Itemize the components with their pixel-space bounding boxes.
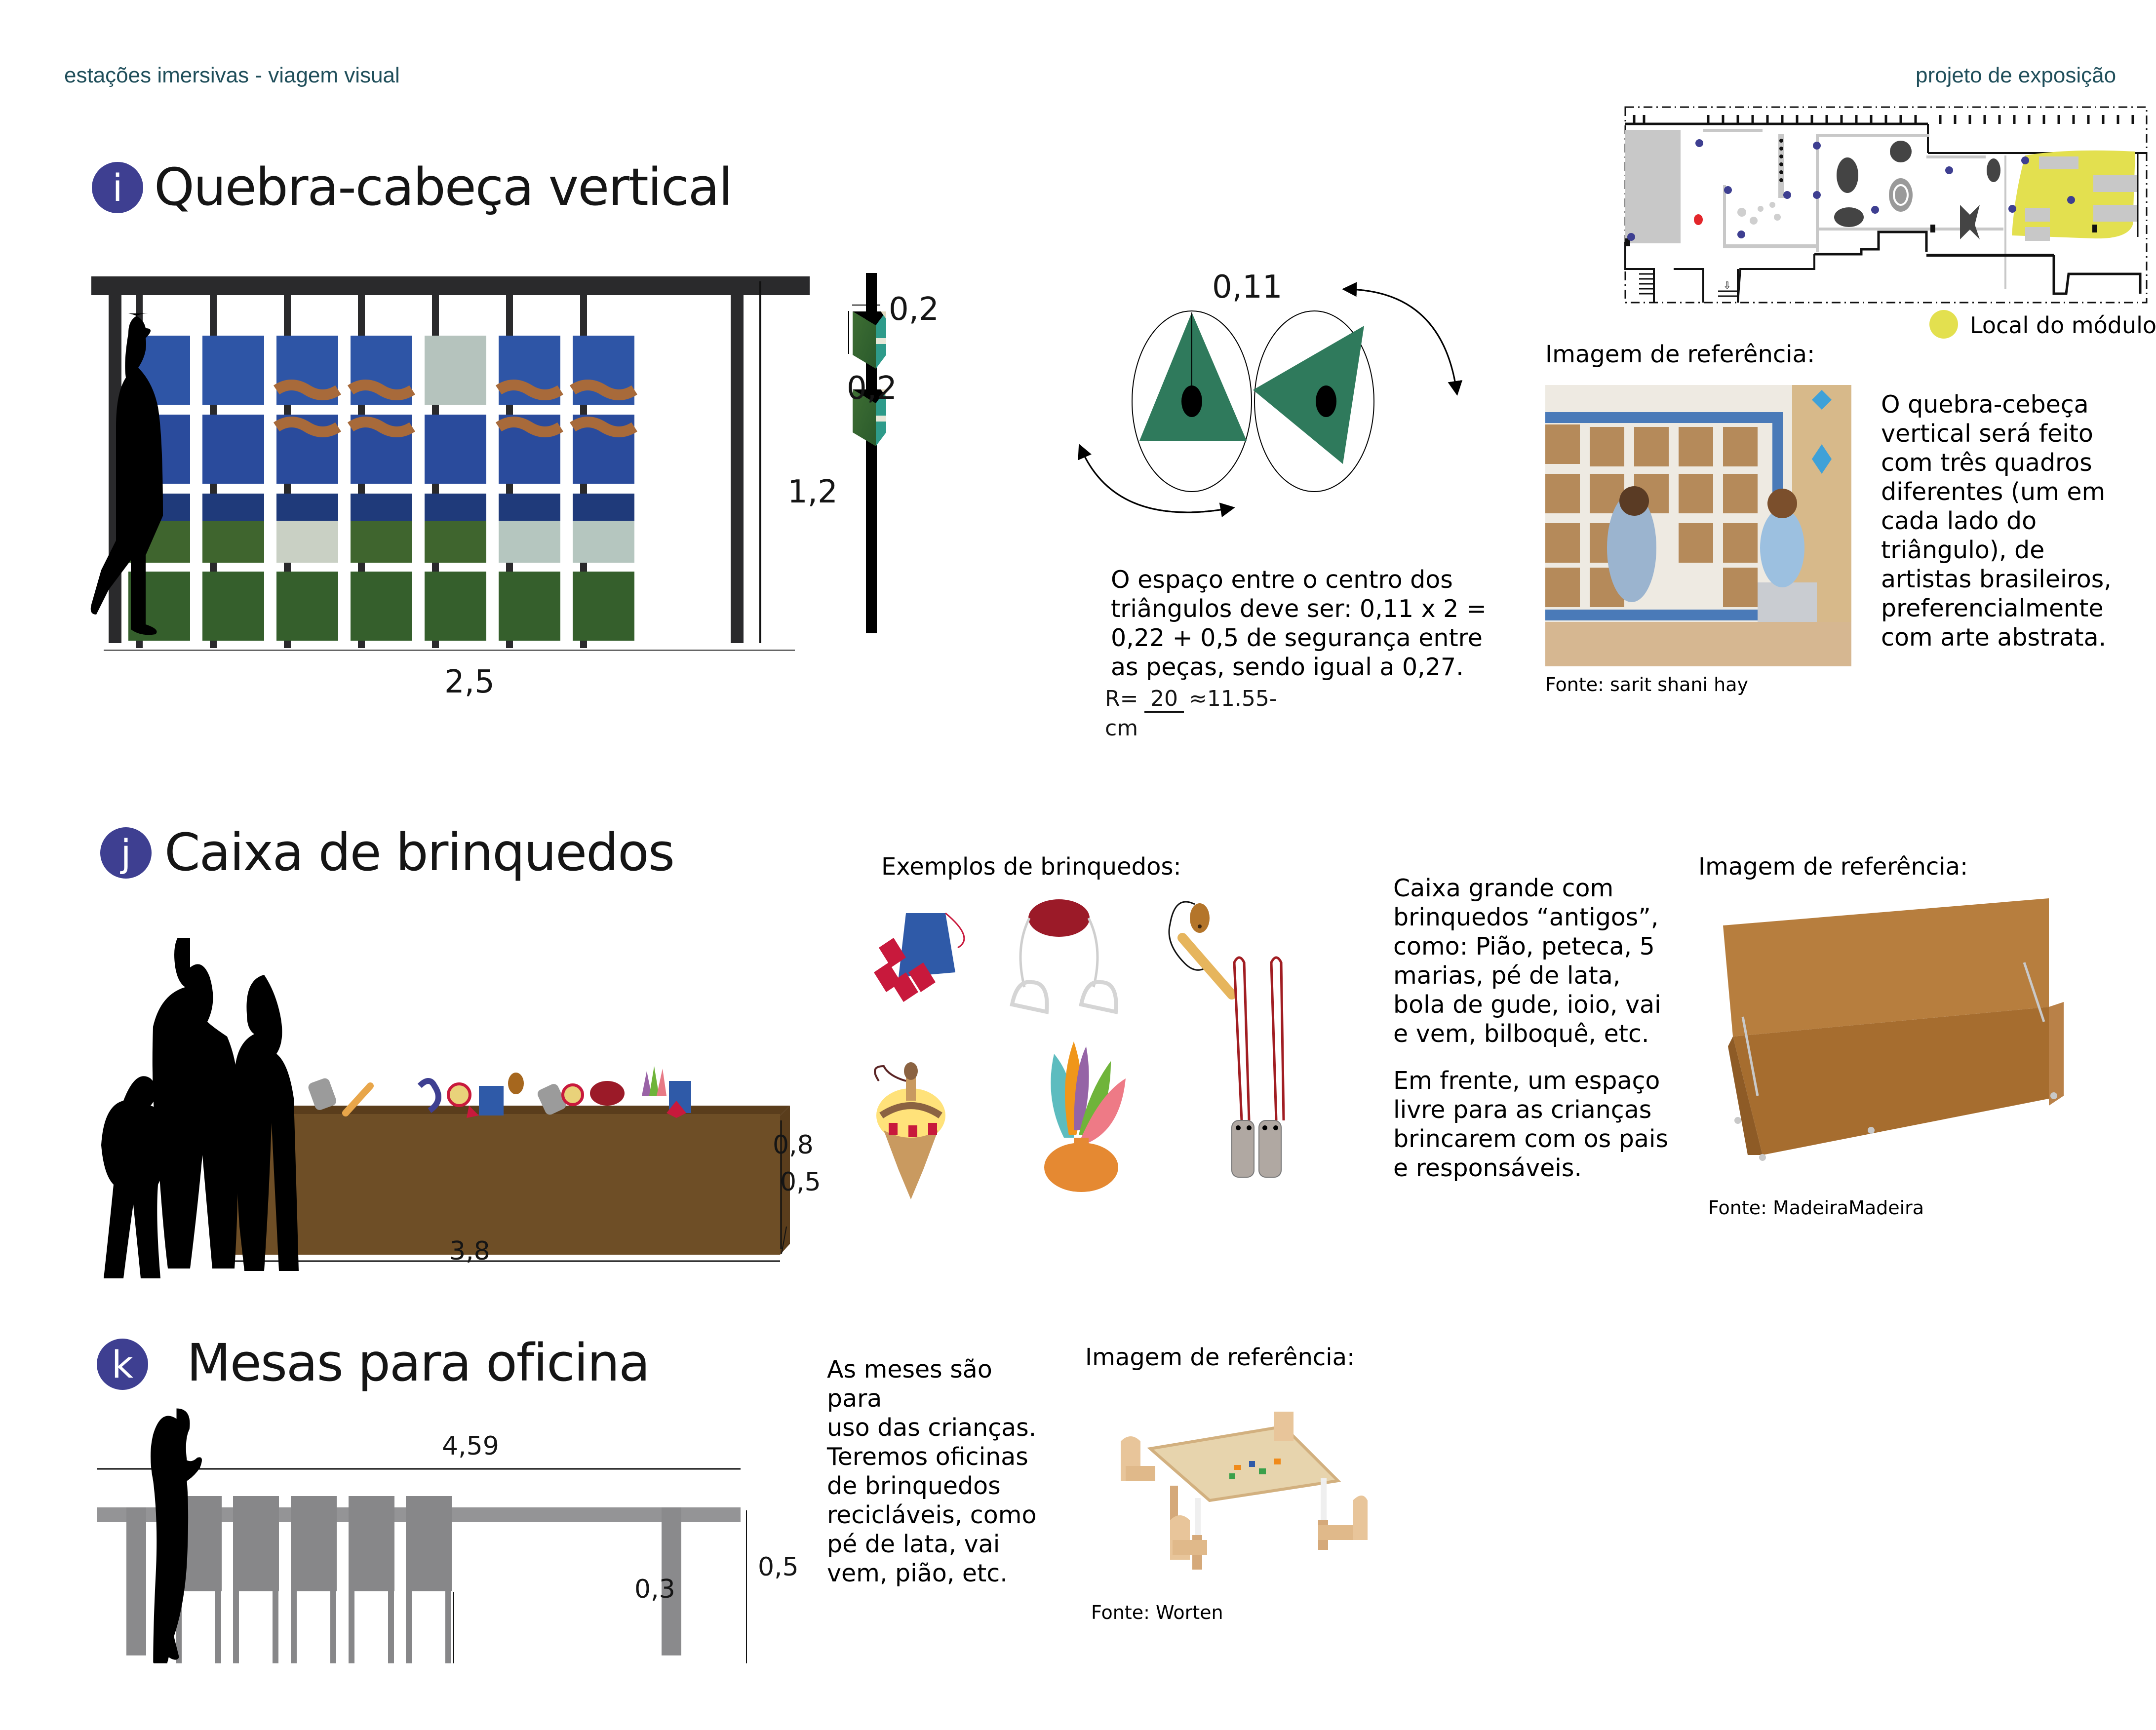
reference-photo-i xyxy=(1545,385,1851,666)
person-silhouette xyxy=(90,313,163,635)
puzzle-tile-sky-band xyxy=(351,494,412,521)
toy-bilboque xyxy=(1168,901,1237,1000)
formula-unit: cm xyxy=(1105,716,1138,741)
workshop-description: As meses são para uso das crianças. Tere… xyxy=(827,1355,1037,1587)
toy-peteca-stirrups xyxy=(1010,899,1118,1014)
puzzle-tile-sky-band xyxy=(499,494,560,521)
dim-depth-j: 0,5 xyxy=(780,1167,821,1197)
puzzle-tile xyxy=(202,572,264,641)
formula-prefix: R= xyxy=(1105,686,1138,711)
chairs xyxy=(1121,1412,1368,1560)
dim-prism-gap: 0,2 xyxy=(889,291,939,328)
toy-piao xyxy=(874,1062,945,1199)
header-left-title: estações imersivas - viagem visual xyxy=(64,63,400,87)
formula-numerator: 20 xyxy=(1144,686,1184,713)
puzzle-tile-wave xyxy=(569,380,637,400)
section-badge-k: k xyxy=(97,1339,148,1390)
radius-formula: R= 20 ≈11.55- cm xyxy=(1105,686,1352,750)
dim-table-height-k: 0,5 xyxy=(758,1552,799,1582)
reference-source-k: Fonte: Worten xyxy=(1091,1602,1223,1623)
section-badge-i: i xyxy=(92,162,143,213)
formula-result: ≈11.55- xyxy=(1189,686,1277,711)
legend-swatch xyxy=(1929,310,1958,339)
floor-plan: ⇩ xyxy=(1624,106,2148,304)
toy-cinco-marias xyxy=(874,912,965,1002)
puzzle-tile xyxy=(573,572,634,641)
puzzle-description: O quebra-cebeça vertical será feito com … xyxy=(1881,390,2112,652)
toy-examples-label: Exemplos de brinquedos: xyxy=(881,853,1181,881)
dim-prism-height: 0,2 xyxy=(847,370,897,407)
section-title-k: Mesas para oficina xyxy=(187,1333,650,1393)
puzzle-tile-sky-band xyxy=(425,494,486,521)
dim-seat-height-k: 0,3 xyxy=(634,1575,675,1604)
puzzle-tile xyxy=(202,415,264,484)
svg-text:⇩: ⇩ xyxy=(1723,279,1731,291)
reference-label-k: Imagem de referência: xyxy=(1085,1344,1355,1371)
dim-height-j: 0,8 xyxy=(773,1130,814,1160)
toy-pe-de-lata xyxy=(1231,956,1285,1178)
puzzle-tile-sky-band xyxy=(276,494,338,521)
toy-examples-grid xyxy=(859,898,1382,1244)
section-badge-j: j xyxy=(100,827,152,879)
triangle-rotation-diagram xyxy=(1066,262,1511,538)
toy-peteca xyxy=(1044,1041,1126,1192)
puzzle-tile xyxy=(425,415,486,484)
width-dimension-line xyxy=(104,650,795,651)
workshop-tables-illustration xyxy=(94,1397,795,1663)
reference-photo-j xyxy=(1708,898,2093,1175)
puzzle-tile-wave xyxy=(495,380,563,400)
puzzle-tile-sky-band xyxy=(573,494,634,521)
puzzle-tile-wave xyxy=(273,380,341,400)
toy-box-illustration xyxy=(94,938,795,1283)
toy-box-description: Caixa grande com brinquedos “antigos”, c… xyxy=(1393,874,1661,1048)
section-title-j: Caixa de brinquedos xyxy=(164,822,675,883)
reference-label-i: Imagem de referência: xyxy=(1545,341,1815,368)
puzzle-tile xyxy=(425,336,486,405)
dim-width-i: 2,5 xyxy=(444,664,495,700)
dim-triangle-side: 0,11 xyxy=(1212,269,1283,306)
reference-source-i: Fonte: sarit shani hay xyxy=(1545,674,1748,695)
puzzle-tile-wave xyxy=(347,380,415,400)
header-right-title: projeto de exposição xyxy=(1916,63,2117,87)
puzzle-tile xyxy=(202,336,264,405)
puzzle-tile-wave xyxy=(495,417,563,437)
puzzle-tile-wave xyxy=(347,417,415,437)
puzzle-tile xyxy=(425,572,486,641)
legend-label: Local do módulo xyxy=(1970,312,2156,339)
dim-width-k: 4,59 xyxy=(442,1431,499,1461)
dim-width-j: 3,8 xyxy=(449,1236,490,1266)
prism-detail xyxy=(815,257,1071,652)
spacing-calculation-text: O espaço entre o centro dos triângulos d… xyxy=(1111,566,1487,681)
toy-box-play-space: Em frente, um espaço livre para as crian… xyxy=(1393,1067,1668,1182)
puzzle-tile xyxy=(499,572,560,641)
reference-label-j: Imagem de referência: xyxy=(1698,853,1968,881)
reference-source-j: Fonte: MadeiraMadeira xyxy=(1708,1197,1924,1219)
puzzle-tile-sky-band xyxy=(202,494,264,521)
puzzle-tile xyxy=(276,572,338,641)
reference-photo-k xyxy=(1111,1412,1407,1594)
dim-height-i: 1,2 xyxy=(787,474,838,510)
section-title-i: Quebra-cabeça vertical xyxy=(154,157,733,217)
puzzle-tile-wave xyxy=(273,417,341,437)
vertical-puzzle-illustration xyxy=(89,276,815,661)
puzzle-tile-wave xyxy=(569,417,637,437)
puzzle-tile xyxy=(351,572,412,641)
